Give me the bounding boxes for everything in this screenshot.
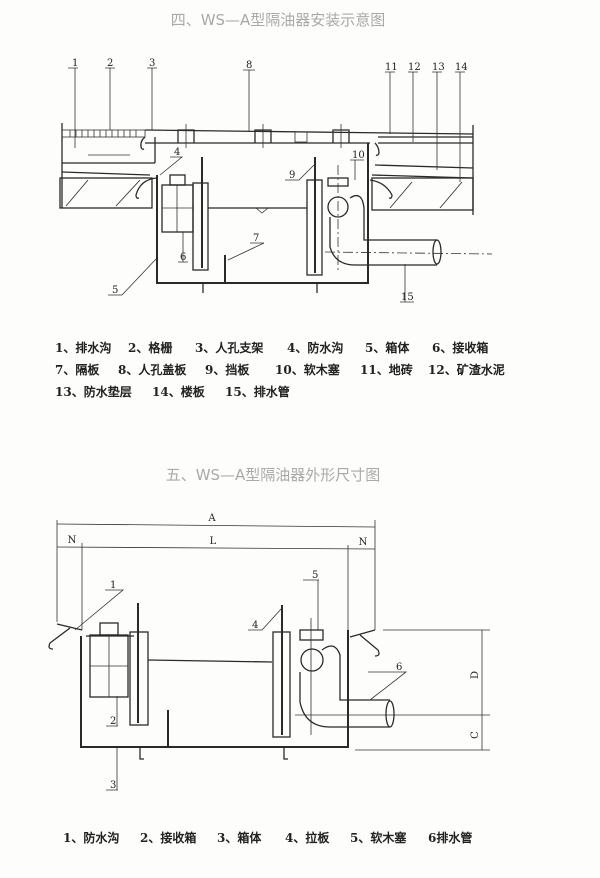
- drain-pipe: [299, 645, 390, 728]
- callout-5: 5: [312, 570, 318, 581]
- legend-item: 6排水管: [428, 830, 472, 845]
- legend-item: 8、人孔盖板: [118, 362, 187, 377]
- legend-item: 3、人孔支架: [195, 340, 263, 355]
- dim-C: C: [470, 731, 481, 739]
- left-baffle-channel: [192, 182, 209, 271]
- legend-item: 2、接收箱: [140, 830, 196, 845]
- dim-D: D: [470, 671, 481, 679]
- callout-3: 3: [149, 58, 155, 69]
- receiving-box-handle: [99, 622, 119, 636]
- receiving-box-handle: [169, 174, 186, 186]
- dim-N-left: N: [68, 535, 77, 546]
- legend-item: 12、矿渣水泥: [428, 362, 505, 377]
- legend-item: 4、拉板: [285, 830, 330, 845]
- callout-6: 6: [396, 662, 402, 673]
- manhole-bracket: [140, 136, 146, 150]
- callout-10: 10: [352, 150, 365, 161]
- dim-N-right: N: [359, 537, 368, 548]
- figure2-title: 五、WS—A型隔油器外形尺寸图: [166, 466, 381, 484]
- drain-pipe: [329, 194, 437, 266]
- legend-item: 7、隔板: [55, 362, 100, 377]
- waterproof-gutter-hook: [135, 177, 157, 199]
- legend-item: 1、排水沟: [55, 340, 111, 355]
- callout-8: 8: [246, 60, 252, 71]
- callout-13: 13: [432, 62, 445, 73]
- manhole-cover: [144, 124, 474, 148]
- callout-7: 7: [253, 233, 259, 244]
- callout-9: 9: [289, 170, 295, 181]
- legend-item: 3、箱体: [217, 830, 262, 845]
- callout-6: 6: [180, 252, 186, 263]
- callout-3: 3: [110, 780, 116, 791]
- legend-item: 5、软木塞: [350, 830, 407, 845]
- figure1-installation-diagram: 四、WS—A型隔油器安装示意图: [55, 11, 505, 399]
- callout-15: 15: [401, 292, 414, 303]
- figure1-title: 四、WS—A型隔油器安装示意图: [171, 11, 386, 29]
- callout-5: 5: [112, 285, 118, 296]
- legend-item: 6、接收箱: [432, 340, 488, 355]
- figure1-callouts: 1 2 3 4 5 6 7 8 9 10 11 12 13 14 15: [72, 58, 468, 303]
- tank-body: [156, 143, 493, 293]
- callout-1: 1: [110, 580, 116, 591]
- legend-item: 11、地砖: [360, 362, 413, 377]
- legend-item: 9、挡板: [205, 362, 250, 377]
- legend-item: 15、排水管: [225, 384, 290, 399]
- figure2-dimension-diagram: 五、WS—A型隔油器外形尺寸图 A N L N D C: [48, 466, 490, 845]
- callout-4: 4: [252, 620, 258, 631]
- tank-body-2: [48, 603, 395, 760]
- legend-item: 4、防水沟: [287, 340, 343, 355]
- legend-item: 10、软木塞: [275, 362, 341, 377]
- left-floor: [59, 123, 157, 209]
- callout-4: 4: [174, 147, 180, 158]
- receiving-box: [161, 184, 194, 233]
- callout-2: 2: [107, 58, 113, 69]
- cork-stopper: [299, 629, 324, 641]
- figure1-legend: 1、排水沟 2、格栅 3、人孔支架 4、防水沟 5、箱体 6、接收箱 7、隔板 …: [55, 340, 505, 399]
- callout-2: 2: [110, 716, 116, 727]
- callout-12: 12: [408, 62, 421, 73]
- legend-item: 2、格栅: [128, 340, 172, 355]
- legend-item: 14、楼板: [152, 384, 206, 399]
- water-line: [147, 659, 273, 663]
- callout-1: 1: [72, 58, 78, 69]
- figure1-leaders: [68, 67, 465, 303]
- figure2-legend: 1、防水沟 2、接收箱 3、箱体 4、拉板 5、软木塞 6排水管: [63, 830, 472, 845]
- callout-11: 11: [385, 62, 398, 73]
- figure2-callouts: 1 2 3 4 5 6: [110, 570, 402, 791]
- legend-item: 13、防水垫层: [55, 384, 132, 399]
- dim-A: A: [207, 513, 216, 524]
- right-floor: [369, 125, 474, 215]
- dim-L: L: [210, 536, 217, 547]
- legend-item: 1、防水沟: [63, 830, 119, 845]
- dimension-lines: A N L N D C: [56, 513, 490, 751]
- callout-14: 14: [455, 62, 468, 73]
- figure2-leaders: [74, 579, 408, 791]
- legend-item: 5、箱体: [365, 340, 410, 355]
- grating: [61, 129, 146, 138]
